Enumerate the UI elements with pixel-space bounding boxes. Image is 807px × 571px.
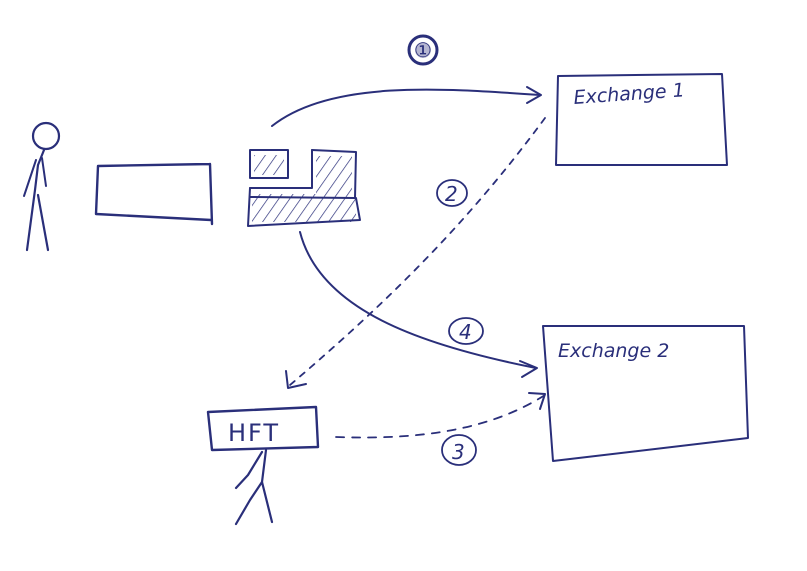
hft-box: HFT — [206, 405, 320, 452]
step-4-marker: 4 — [448, 317, 484, 345]
arrow-step-3 — [335, 392, 546, 439]
arrow-step-1 — [271, 86, 542, 127]
arrow-step-4 — [299, 231, 538, 378]
step-3-marker: 3 — [441, 434, 477, 466]
trader-figure — [23, 121, 61, 252]
step-1-marker: ① — [407, 34, 439, 66]
exchange-2-box: Exchange 2 — [542, 325, 749, 462]
step-2-label: 2 — [445, 182, 458, 206]
hft-figure — [234, 448, 274, 526]
step-2-marker: 2 — [436, 179, 468, 207]
order-router — [247, 149, 361, 227]
order-screen — [94, 162, 214, 226]
step-4-label: 4 — [459, 320, 472, 344]
hft-label: HFT — [228, 419, 280, 447]
exchange-2-label: Exchange 2 — [558, 340, 669, 362]
exchange-1-label: Exchange 1 — [573, 79, 686, 109]
step-1-label: ① — [414, 38, 432, 62]
arrow-step-2 — [285, 117, 546, 389]
exchange-1-box: Exchange 1 — [555, 73, 728, 166]
step-3-label: 3 — [452, 440, 465, 464]
